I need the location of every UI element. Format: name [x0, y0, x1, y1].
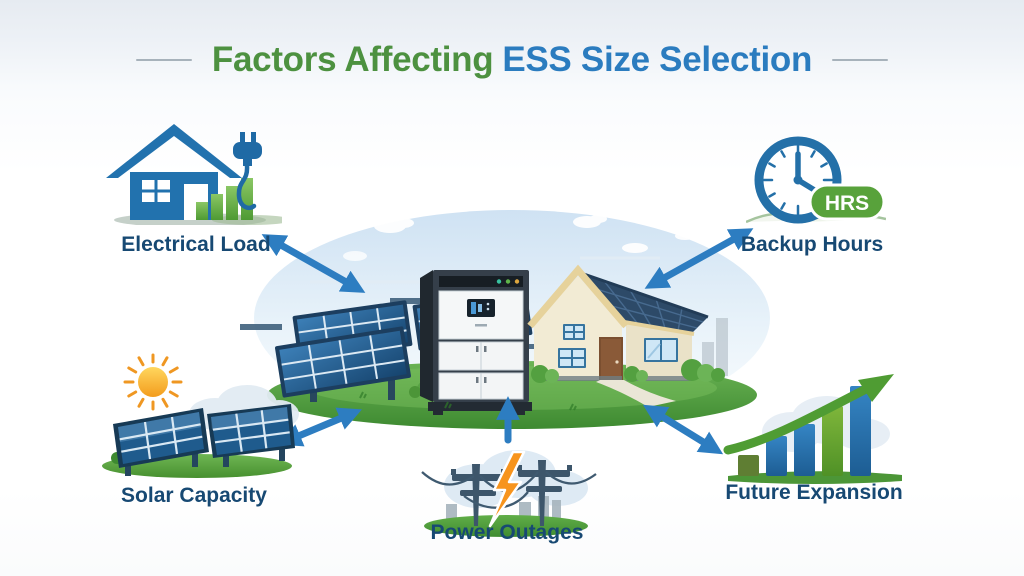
title-part-1: Factors Affecting [211, 40, 494, 79]
hrs-badge [808, 183, 886, 221]
solar-capacity-label: Solar Capacity [121, 484, 267, 507]
title-dash-left [135, 59, 192, 61]
clock-hrs-icon: HRS [746, 136, 886, 224]
title-dash-right [832, 59, 889, 61]
central-scene [240, 210, 770, 429]
house-windows [558, 324, 678, 368]
bushes [531, 359, 725, 383]
house-path [596, 380, 676, 407]
future-expansion-label: Future Expansion [725, 481, 903, 504]
house [527, 264, 725, 407]
growth-bars [738, 386, 871, 476]
grass-tufts [359, 391, 577, 411]
sun-solar-panels-icon [102, 353, 299, 478]
house-plug-bars-icon [106, 124, 282, 225]
plug-icon [233, 132, 262, 211]
title-part-2: ESS Size Selection [502, 40, 813, 79]
ess-battery-cabinet [420, 270, 532, 415]
utility-poles [451, 460, 572, 526]
electrical-load-label: Electrical Load [121, 233, 271, 256]
hrs-badge-label: HRS [825, 192, 869, 215]
growth-arrow [723, 383, 873, 455]
growth-bars-arrow-icon [723, 374, 902, 484]
sun-icon [123, 353, 183, 411]
power-lines-lightning-icon [421, 450, 597, 537]
power-outages-label: Power Outages [430, 521, 584, 544]
lightning-bolt-icon [488, 450, 526, 528]
backup-hours-label: Backup Hours [740, 233, 884, 256]
